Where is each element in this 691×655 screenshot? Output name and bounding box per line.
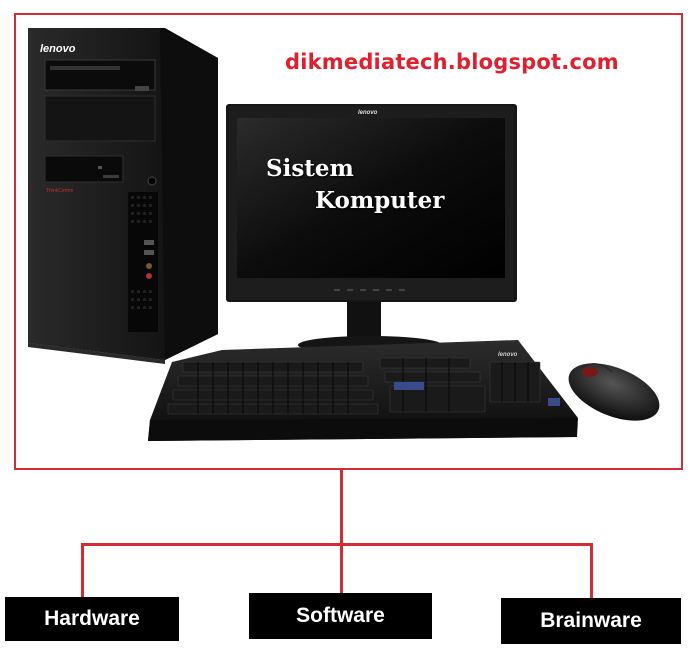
keyboard: lenovo bbox=[148, 340, 578, 441]
screen-title-line1: Sistem bbox=[266, 155, 354, 182]
software-label: Software bbox=[296, 604, 385, 627]
tower-vent bbox=[128, 192, 158, 332]
connector-horizontal bbox=[81, 543, 593, 546]
brainware-label: Brainware bbox=[540, 609, 642, 632]
hardware-label: Hardware bbox=[44, 607, 140, 630]
tower-brand-logo: lenovo bbox=[40, 43, 76, 55]
monitor: lenovo bbox=[226, 104, 517, 354]
connector-right-drop bbox=[590, 543, 593, 600]
screen-title-line2: Komputer bbox=[315, 187, 445, 214]
software-box: Software bbox=[249, 593, 432, 639]
site-watermark: dikmediatech.blogspot.com bbox=[285, 50, 619, 74]
monitor-brand-logo: lenovo bbox=[358, 110, 378, 116]
tower-model-logo: ThinkCentre bbox=[46, 188, 73, 194]
connector-left-drop bbox=[81, 543, 84, 599]
hardware-box: Hardware bbox=[5, 597, 179, 641]
connector-trunk bbox=[340, 470, 343, 595]
mouse bbox=[568, 363, 660, 421]
pc-tower: lenovo ThinkCentre bbox=[28, 28, 218, 364]
keyboard-brand-logo: lenovo bbox=[498, 352, 518, 358]
brainware-box: Brainware bbox=[501, 598, 681, 644]
